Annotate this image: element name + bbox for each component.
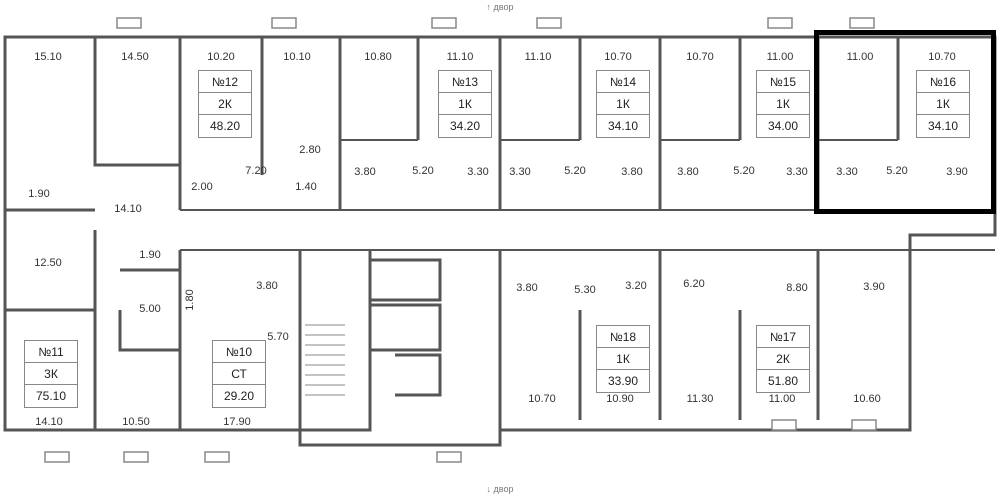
room-area: 1.40 <box>295 181 317 193</box>
unit-number: №10 <box>213 341 265 363</box>
room-area: 3.90 <box>863 281 885 293</box>
room-area: 1.80 <box>184 289 196 311</box>
room-area: 3.30 <box>509 166 531 178</box>
room-area: 11.00 <box>846 51 874 63</box>
unit-card[interactable]: №15 1К 34.00 <box>756 70 810 138</box>
unit-card[interactable]: №12 2К 48.20 <box>198 70 252 138</box>
unit-number: №12 <box>199 71 251 93</box>
room-area: 3.20 <box>625 280 647 292</box>
room-area: 11.30 <box>686 393 714 405</box>
room-area: 14.10 <box>114 203 142 215</box>
room-area: 3.80 <box>256 280 278 292</box>
room-area: 10.20 <box>207 51 235 63</box>
unit-number: №15 <box>757 71 809 93</box>
room-area: 5.20 <box>564 165 586 177</box>
room-area: 17.90 <box>223 416 251 428</box>
room-area: 10.50 <box>122 416 150 428</box>
room-area: 3.90 <box>946 166 968 178</box>
room-area: 14.50 <box>121 51 149 63</box>
room-area: 5.20 <box>886 165 908 177</box>
unit-type: 1К <box>597 348 649 370</box>
unit-type: 1К <box>917 93 969 115</box>
room-area: 3.80 <box>621 166 643 178</box>
room-area: 3.30 <box>836 166 858 178</box>
room-area: 15.10 <box>34 51 62 63</box>
unit-area: 34.20 <box>449 119 481 133</box>
unit-area: 29.20 <box>223 389 255 403</box>
room-area: 1.90 <box>139 249 161 261</box>
unit-number: №16 <box>917 71 969 93</box>
room-area: 10.70 <box>928 51 956 63</box>
room-area: 3.30 <box>786 166 808 178</box>
room-area: 12.50 <box>34 257 62 269</box>
room-area: 5.70 <box>267 331 289 343</box>
direction-top-label: ↑ двор <box>486 2 514 12</box>
room-area: 8.80 <box>786 282 808 294</box>
unit-card[interactable]: №13 1К 34.20 <box>438 70 492 138</box>
room-area: 2.00 <box>191 181 213 193</box>
room-area: 5.20 <box>733 165 755 177</box>
unit-type: 2К <box>757 348 809 370</box>
unit-type: 2К <box>199 93 251 115</box>
unit-type: 1К <box>757 93 809 115</box>
unit-number: №17 <box>757 326 809 348</box>
highlighted-unit-outline <box>814 30 996 214</box>
unit-card[interactable]: №18 1К 33.90 <box>596 325 650 393</box>
unit-number: №13 <box>439 71 491 93</box>
unit-type: СТ <box>213 363 265 385</box>
room-area: 10.70 <box>686 51 714 63</box>
room-area: 10.70 <box>528 393 556 405</box>
room-area: 3.80 <box>354 166 376 178</box>
unit-area: 33.90 <box>607 374 639 388</box>
room-area: 10.90 <box>606 393 634 405</box>
room-area: 5.20 <box>412 165 434 177</box>
unit-card[interactable]: №14 1К 34.10 <box>596 70 650 138</box>
room-area: 5.30 <box>574 284 596 296</box>
unit-card[interactable]: №10 СТ 29.20 <box>212 340 266 408</box>
room-area: 1.90 <box>28 188 50 200</box>
direction-bottom-label: ↓ двор <box>486 484 514 494</box>
room-area: 14.10 <box>35 416 63 428</box>
unit-area: 75.10 <box>35 389 67 403</box>
unit-number: №11 <box>25 341 77 363</box>
unit-area: 34.10 <box>927 119 959 133</box>
unit-area: 34.10 <box>607 119 639 133</box>
room-area: 3.30 <box>467 166 489 178</box>
unit-type: 3К <box>25 363 77 385</box>
room-area: 7.20 <box>245 165 267 177</box>
unit-type: 1К <box>439 93 491 115</box>
room-area: 2.80 <box>299 144 321 156</box>
unit-number: №18 <box>597 326 649 348</box>
room-area: 6.20 <box>683 278 705 290</box>
unit-area: 34.00 <box>767 119 799 133</box>
unit-number: №14 <box>597 71 649 93</box>
room-area: 3.80 <box>516 282 538 294</box>
room-area: 3.80 <box>677 166 699 178</box>
room-area: 11.00 <box>766 51 794 63</box>
room-area: 10.80 <box>364 51 392 63</box>
room-area: 11.00 <box>768 393 796 405</box>
room-area: 10.70 <box>604 51 632 63</box>
room-area: 11.10 <box>446 51 474 63</box>
room-area: 10.60 <box>853 393 881 405</box>
room-area: 11.10 <box>524 51 552 63</box>
unit-card[interactable]: №16 1К 34.10 <box>916 70 970 138</box>
room-area: 5.00 <box>139 303 161 315</box>
unit-area: 48.20 <box>209 119 241 133</box>
unit-area: 51.80 <box>767 374 799 388</box>
room-area: 10.10 <box>283 51 311 63</box>
unit-card[interactable]: №11 3К 75.10 <box>24 340 78 408</box>
unit-type: 1К <box>597 93 649 115</box>
unit-card[interactable]: №17 2К 51.80 <box>756 325 810 393</box>
